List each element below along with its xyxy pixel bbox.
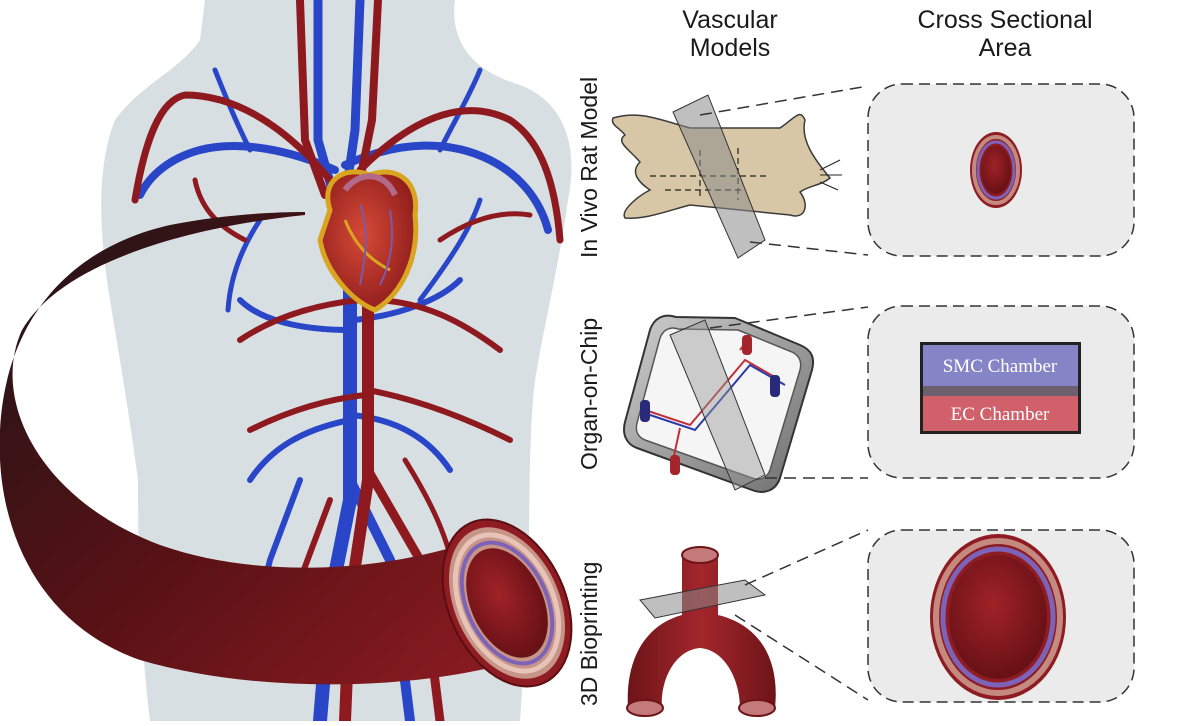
rat-projection-lines (699, 85, 869, 256)
vessel-tube (0, 212, 520, 685)
smc-chamber (923, 345, 1078, 386)
bioprinted-bifurcation (627, 555, 776, 708)
chip-cross-section-panel: SMC Chamber EC Chamber (867, 305, 1135, 479)
bioprinted-left-opening (626, 699, 664, 717)
organ-on-chip-illustration (623, 314, 815, 493)
rat-whiskers (819, 159, 842, 191)
rat-model-illustration (611, 94, 842, 259)
bioprinted-vessel-illustration (626, 546, 776, 717)
heart (317, 169, 419, 313)
bioprint-projection-lines (734, 529, 869, 701)
rat-cross-section-panel (867, 83, 1135, 257)
smc-chamber-label: SMC Chamber (943, 356, 1058, 377)
tube-cross-section (441, 518, 573, 688)
circulatory-system-illustration (0, 0, 573, 726)
ec-chamber-label: EC Chamber (951, 404, 1050, 425)
chip-projection-lines (709, 306, 869, 479)
bioprint-section-plane (639, 579, 767, 619)
bioprint-cross-section-panel (867, 529, 1135, 703)
bioprinted-right-opening (738, 699, 776, 717)
row-label-3d-bioprinting: 3D Bioprinting (576, 561, 602, 706)
cross-sectional-area-header: Cross Sectional Area (917, 6, 1093, 62)
vascular-models-header: Vascular Models (682, 6, 778, 62)
chip-section-plane (669, 319, 766, 491)
row-label-in-vivo-rat-model: In Vivo Rat Model (576, 76, 602, 258)
ec-chamber (923, 396, 1078, 431)
bioprinted-top-opening (681, 546, 719, 564)
rat-section-plane (672, 94, 766, 259)
row-label-organ-on-chip: Organ-on-Chip (576, 317, 602, 470)
chip-ports (640, 335, 780, 475)
